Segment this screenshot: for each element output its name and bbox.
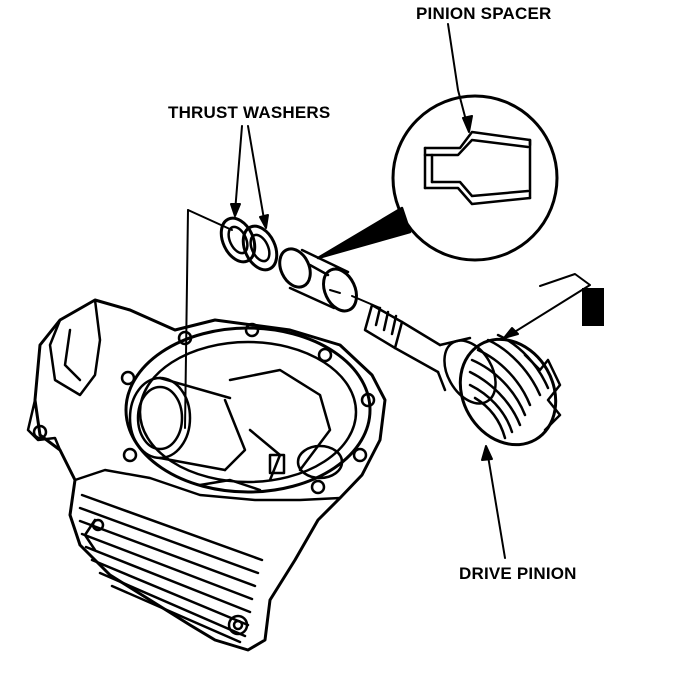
thrust-washers — [219, 216, 279, 272]
leader-lines — [184, 23, 591, 559]
thrust-washers-label: THRUST WASHERS — [168, 103, 331, 122]
figure-reference-tab — [582, 288, 604, 326]
drive-pinion-part — [363, 303, 562, 447]
pinion-spacer-part — [278, 247, 358, 313]
pinion-spacer-label: PINION SPACER — [416, 4, 552, 23]
drive-pinion-label: DRIVE PINION — [459, 564, 577, 583]
transmission-housing — [26, 298, 387, 652]
spacer-detail-callout — [316, 94, 559, 262]
